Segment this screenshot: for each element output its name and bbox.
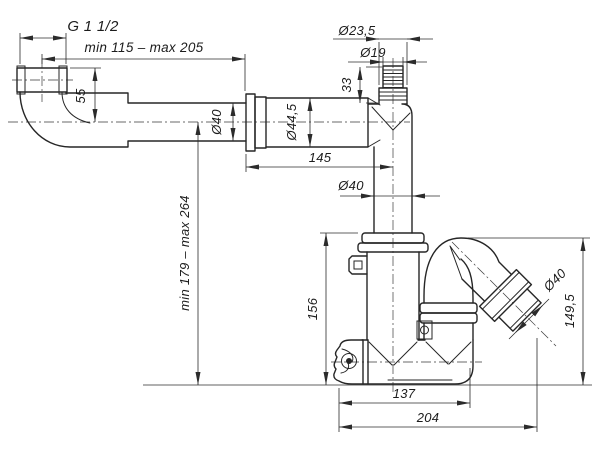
hose-outer-dia-label: Ø23,5 (338, 23, 376, 38)
body-length-label: 137 (393, 386, 416, 401)
vertical-range-label: min 179 – max 264 (177, 195, 192, 311)
dimension-horizontal-range: min 115 – max 205 (41, 40, 246, 91)
dimension-body-length: 137 (338, 368, 471, 432)
inlet-height-label: 55 (73, 88, 88, 104)
standpipe-dia-label: Ø40 (337, 178, 364, 193)
outlet-elbow (367, 103, 413, 234)
hose-stub-length-label: 33 (339, 77, 354, 93)
center-lines (8, 58, 557, 392)
hose-inner-dia-label: Ø19 (359, 45, 385, 60)
body-height-label: 156 (305, 297, 320, 320)
sleeve-length-label: 145 (309, 150, 332, 165)
corrugated-adapter (378, 65, 408, 105)
trap-body (348, 232, 433, 341)
outlet-height-label: 149,5 (562, 294, 577, 329)
dimension-outlet-dia: Ø40 (508, 265, 570, 340)
dimension-outlet-height: 149,5 (468, 237, 590, 385)
ubend-and-outlet (419, 237, 542, 341)
dimension-sleeve-length: 145 (245, 150, 393, 172)
dimension-inlet-height: 55 (70, 67, 101, 122)
horizontal-range-label: min 115 – max 205 (85, 40, 204, 55)
dimension-vertical-range: min 179 – max 264 (177, 122, 201, 385)
dimension-hose-stub-length: 33 (339, 66, 382, 104)
thread-label: G 1 1/2 (67, 18, 119, 35)
sleeve-dia-label: Ø44,5 (284, 103, 299, 141)
dimension-sleeve-dia: Ø44,5 (284, 98, 313, 147)
dimension-hose-inner-dia: Ø19 (348, 45, 427, 66)
dimension-standpipe-dia: Ø40 (337, 178, 440, 199)
overall-length-label: 204 (416, 410, 440, 425)
inlet-pipe-dia-label: Ø40 (209, 109, 224, 136)
dimension-inlet-pipe-dia: Ø40 (209, 103, 236, 141)
dimension-body-height: 156 (305, 232, 358, 385)
outlet-dia-label: Ø40 (540, 265, 570, 295)
dimension-overall-length: 204 (339, 338, 538, 432)
